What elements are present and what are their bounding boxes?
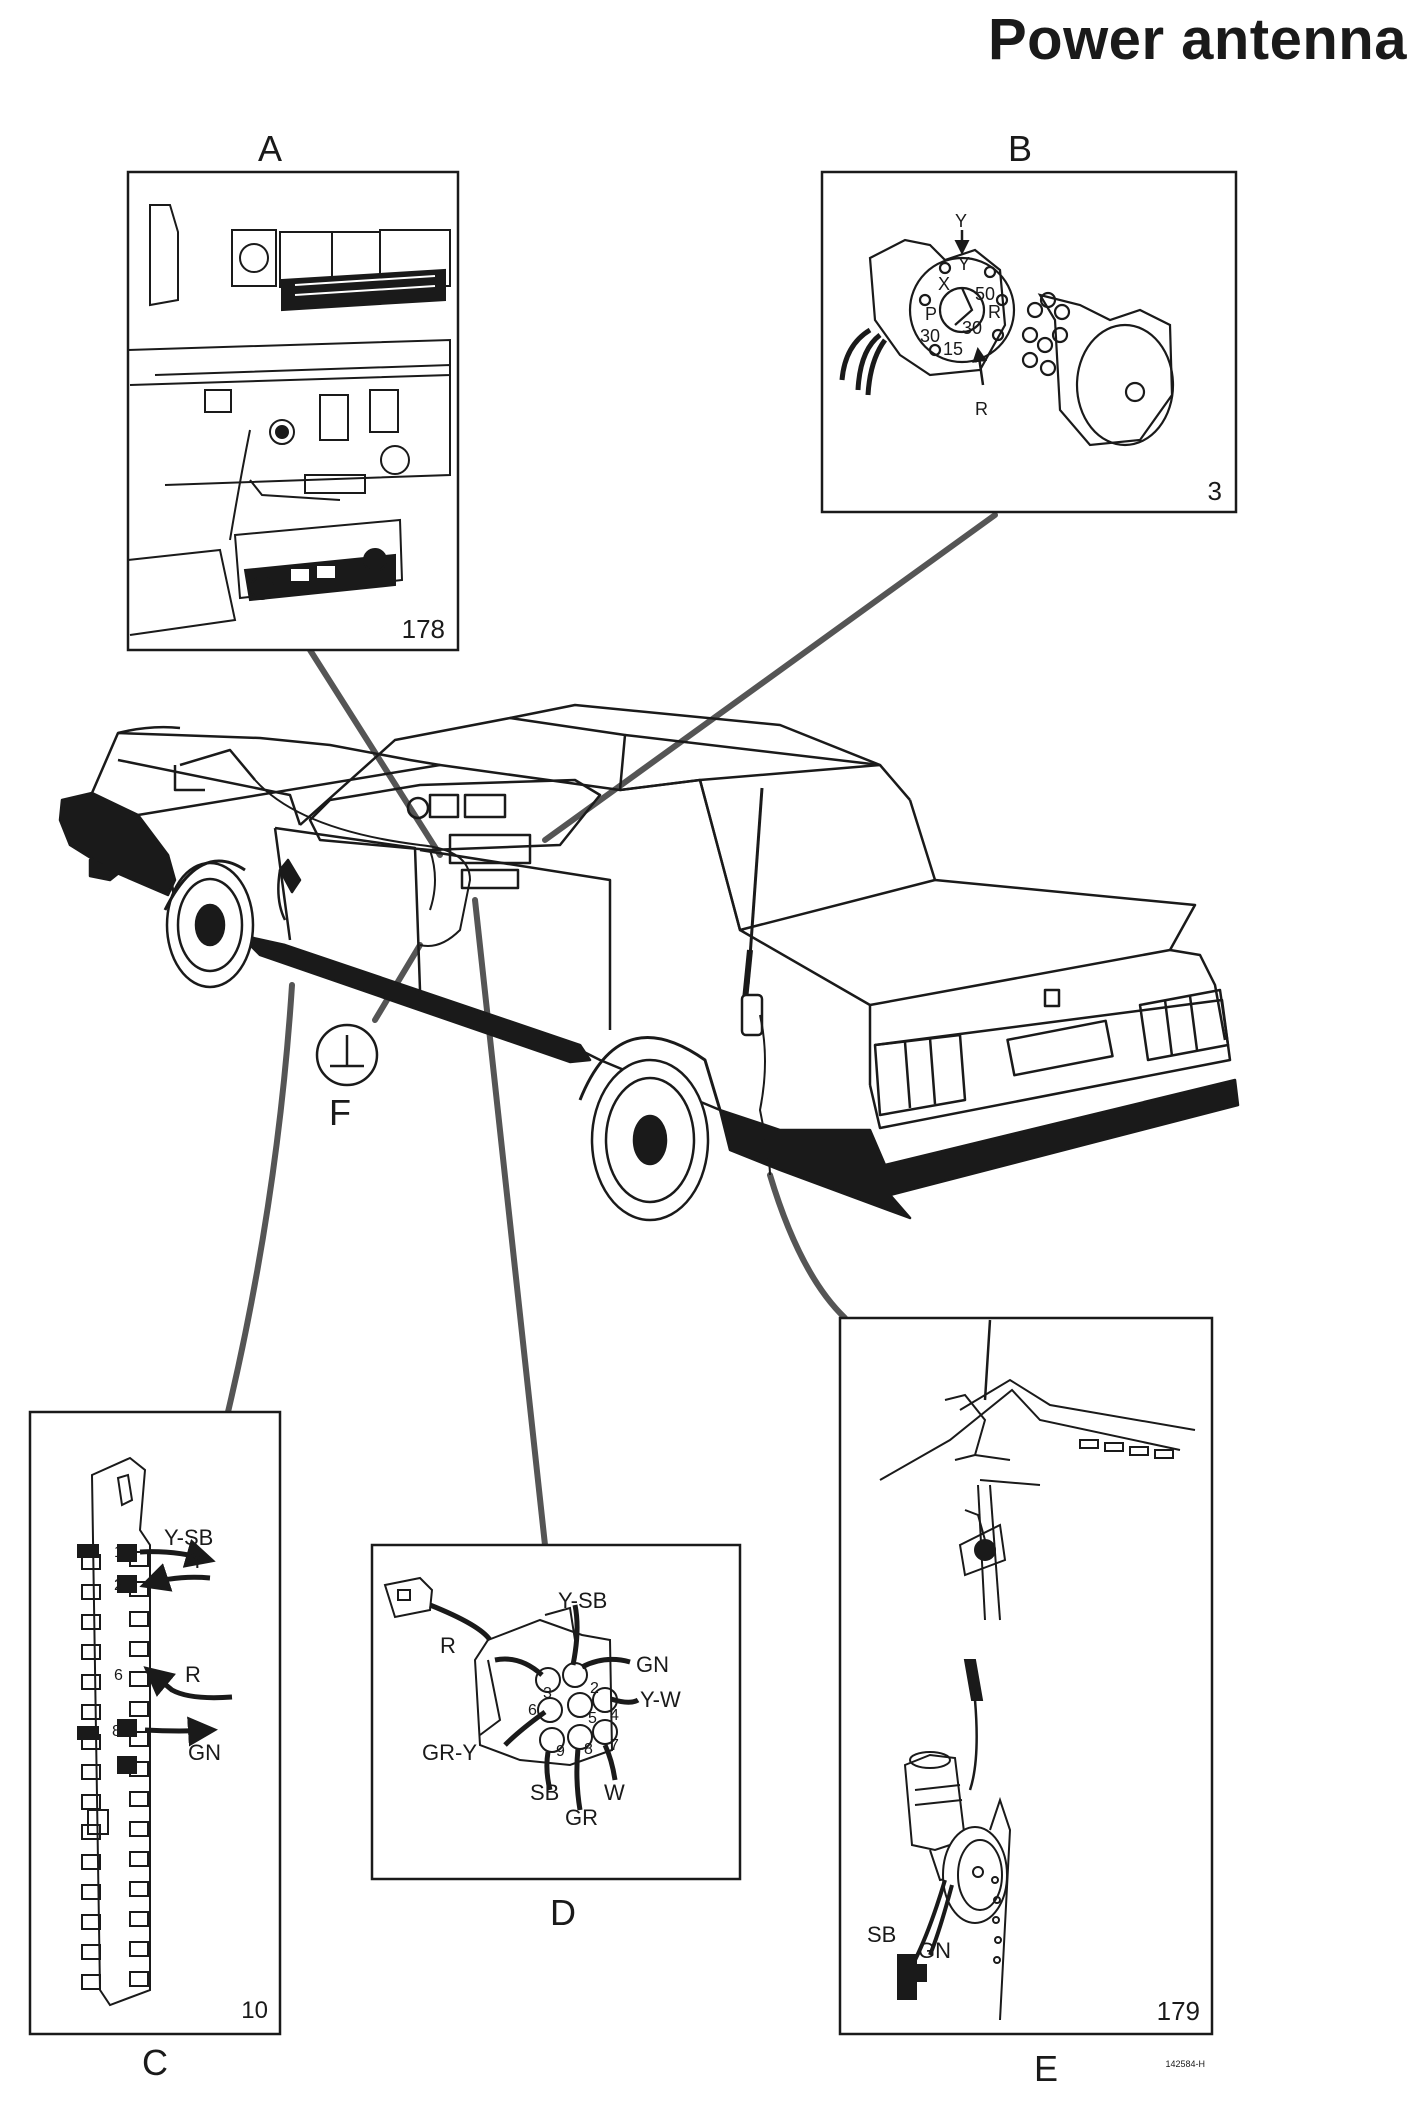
- panel-e-number: 179: [1157, 1996, 1200, 2026]
- tail-light-left: [873, 1033, 967, 1117]
- d-wire-sb: SB: [530, 1780, 559, 1805]
- leader-c: [225, 982, 295, 1415]
- d-pin-5: 5: [588, 1710, 597, 1727]
- trunk: [739, 878, 1197, 1007]
- label-c: C: [142, 2042, 168, 2083]
- roof: [509, 703, 911, 801]
- pin-2: 2: [114, 1577, 123, 1594]
- pin-1: 1: [114, 1544, 123, 1561]
- terminal-p: P: [925, 304, 937, 324]
- d-wire-gr: GR: [565, 1805, 598, 1830]
- sill: [238, 933, 592, 1064]
- leader-d: [472, 897, 548, 1548]
- d-pin-9: 9: [556, 1743, 565, 1760]
- terminal-r: R: [988, 302, 1001, 322]
- label-f: F: [329, 1092, 351, 1133]
- rear-bumper: [718, 1078, 1240, 1220]
- label-b: B: [1008, 128, 1033, 169]
- panel-a-number: 178: [402, 614, 445, 644]
- rear-door: [419, 848, 612, 1030]
- e-wire-sb: SB: [867, 1922, 896, 1947]
- terminal-y-arrow: Y: [955, 211, 967, 231]
- terminal-r-arrow: R: [975, 399, 988, 419]
- hood: [90, 731, 441, 794]
- wire-y-sb: Y-SB: [164, 1525, 213, 1550]
- panel-a: 178: [126, 170, 460, 652]
- front-bumper: [58, 791, 177, 897]
- rear-wheel: [578, 1036, 722, 1222]
- d-wire-r: R: [440, 1633, 456, 1658]
- wire-y: Y: [190, 1548, 205, 1573]
- d-wire-w: W: [604, 1780, 625, 1805]
- tail-light-right: [1138, 988, 1230, 1062]
- label-a: A: [258, 128, 283, 169]
- terminal-50: 50: [975, 284, 995, 304]
- leader-b: [542, 512, 998, 843]
- d-pin-2: 2: [590, 1680, 599, 1697]
- panel-c: 1 2 6 8 Y-SB Y R GN 10: [28, 1410, 282, 2036]
- windshield: [299, 716, 627, 826]
- front-wheel: [163, 859, 255, 989]
- interior-wiring: [254, 779, 471, 947]
- d-pin-4: 4: [610, 1707, 619, 1724]
- pin-8: 8: [112, 1723, 121, 1740]
- e-wire-gn: GN: [918, 1938, 951, 1963]
- d-pin-8: 8: [584, 1741, 593, 1758]
- panel-b-number: 3: [1208, 476, 1222, 506]
- figure-code: 142584-H: [1165, 2059, 1205, 2069]
- wire-r: R: [185, 1662, 201, 1687]
- panel-d: 3 2 6 5 4 9 8 7 Y-SB R GN Y-W GR-Y SB W …: [370, 1543, 742, 1881]
- ground-symbol: [315, 1023, 379, 1087]
- plate: [1006, 1019, 1114, 1077]
- panel-e: SB GN 179: [838, 1316, 1214, 2036]
- leader-e: [767, 1172, 848, 1321]
- car-illustration: [58, 703, 1240, 1222]
- dashboard: [308, 778, 602, 852]
- d-wire-gr-y: GR-Y: [422, 1740, 477, 1765]
- terminal-y: Y: [958, 254, 970, 274]
- terminal-30b: 30: [962, 318, 982, 338]
- terminal-15: 15: [943, 339, 963, 359]
- page-title: Power antenna: [987, 7, 1407, 72]
- label-e: E: [1034, 2048, 1059, 2089]
- terminal-x: X: [938, 274, 950, 294]
- tail-panel: [868, 998, 1232, 1130]
- d-pin-3: 3: [543, 1685, 552, 1702]
- wire-gn: GN: [188, 1740, 221, 1765]
- panel-c-number: 10: [241, 1997, 268, 2024]
- d-wire-gn: GN: [636, 1652, 669, 1677]
- label-d: D: [550, 1892, 576, 1933]
- d-pin-7: 7: [610, 1737, 619, 1754]
- d-pin-6: 6: [528, 1702, 537, 1719]
- panel-b: Y R Y X 50 R P 30 30 15 3: [820, 170, 1238, 514]
- d-wire-y-w: Y-W: [640, 1687, 681, 1712]
- terminal-30a: 30: [920, 326, 940, 346]
- d-wire-y-sb: Y-SB: [558, 1588, 607, 1613]
- pin-6: 6: [114, 1667, 123, 1684]
